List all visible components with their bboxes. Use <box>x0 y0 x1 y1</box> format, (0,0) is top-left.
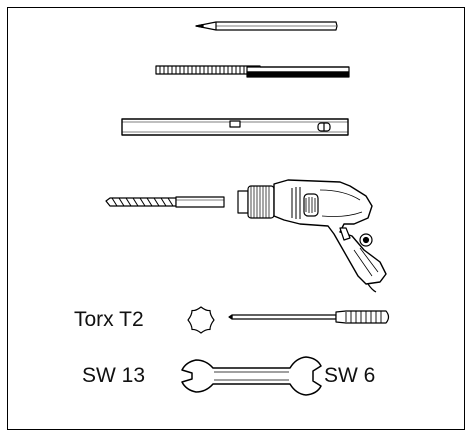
folding-rule-icon <box>155 65 350 78</box>
tools-frame <box>7 7 465 430</box>
spirit-level-icon <box>121 118 349 136</box>
wrench-size-right-label: SW 6 <box>324 364 376 387</box>
open-end-wrench-icon <box>181 356 322 396</box>
torx-icon <box>187 306 215 334</box>
wrench-size-left-label: SW 13 <box>82 364 146 387</box>
torx-label: Torx T2 <box>74 308 144 331</box>
power-drill-icon <box>237 179 387 293</box>
screwdriver-icon <box>228 310 390 324</box>
pencil-icon <box>195 21 338 31</box>
drill-bit-icon <box>105 196 225 208</box>
